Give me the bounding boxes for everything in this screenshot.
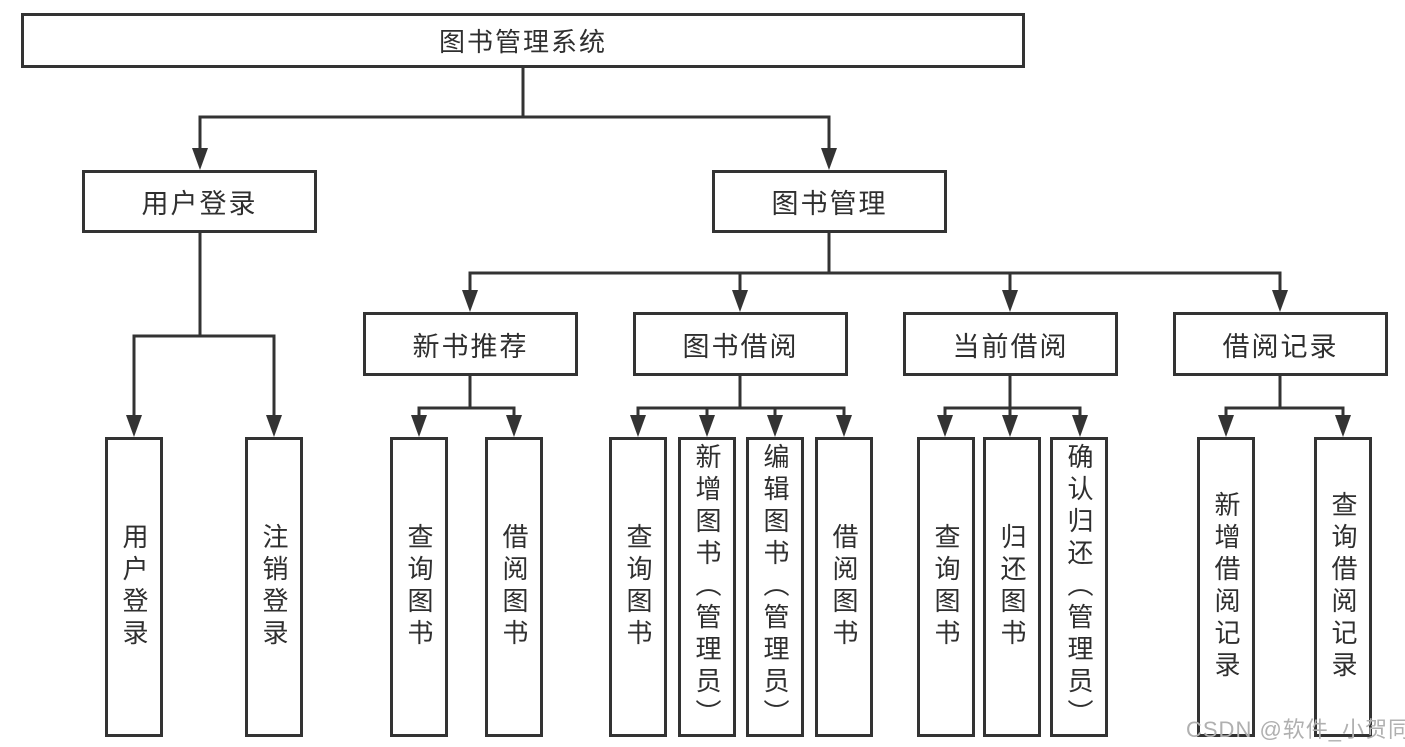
leaf-label: 借阅图书 xyxy=(499,523,529,651)
leaf-label: 查询图书 xyxy=(404,523,434,651)
leaf-edit-book-admin: 编辑图书（管理员） xyxy=(746,437,804,737)
connector-root-to-level1 xyxy=(198,67,831,150)
leaf-logout: 注销登录 xyxy=(245,437,303,737)
leaf-label: 新增图书（管理员） xyxy=(692,443,722,731)
node-borrow-records: 借阅记录 xyxy=(1173,312,1388,376)
arrowheads xyxy=(126,148,1351,437)
connector-book-borrow-to-leaves xyxy=(636,376,846,418)
node-book-management: 图书管理 xyxy=(712,170,947,233)
connector-book-management-to-groups xyxy=(468,233,1282,293)
connector-current-borrow-to-leaves xyxy=(943,376,1082,418)
leaf-query-books-2: 查询图书 xyxy=(609,437,667,737)
node-library-management-system: 图书管理系统 xyxy=(21,13,1025,68)
leaf-label: 查询图书 xyxy=(931,523,961,651)
node-label: 新书推荐 xyxy=(412,331,529,362)
node-label: 借阅记录 xyxy=(1222,331,1339,362)
node-label: 图书借阅 xyxy=(682,331,799,362)
leaf-label: 归还图书 xyxy=(997,523,1027,651)
leaf-add-book-admin: 新增图书（管理员） xyxy=(678,437,736,737)
connector-borrow-records-to-leaves xyxy=(1224,376,1345,418)
leaf-borrow-books-2: 借阅图书 xyxy=(815,437,873,737)
leaf-query-borrow-record: 查询借阅记录 xyxy=(1314,437,1372,737)
leaf-label: 查询图书 xyxy=(623,523,653,651)
connector-user-login-to-leaves xyxy=(132,233,276,418)
node-current-borrow: 当前借阅 xyxy=(903,312,1118,376)
csdn-watermark: CSDN @软件_小贺同学 xyxy=(1186,717,1405,742)
leaf-label: 查询借阅记录 xyxy=(1328,491,1358,683)
node-book-borrow: 图书借阅 xyxy=(633,312,848,376)
leaf-confirm-return-admin: 确认归还（管理员） xyxy=(1050,437,1108,737)
leaf-borrow-books: 借阅图书 xyxy=(485,437,543,737)
leaf-return-book: 归还图书 xyxy=(983,437,1041,737)
node-label: 图书管理 xyxy=(771,189,888,219)
leaf-user-login: 用户登录 xyxy=(105,437,163,737)
leaf-label: 注销登录 xyxy=(259,523,289,651)
leaf-label: 新增借阅记录 xyxy=(1211,491,1241,683)
leaf-add-borrow-record: 新增借阅记录 xyxy=(1197,437,1255,737)
node-label: 图书管理系统 xyxy=(438,27,607,57)
leaf-label: 借阅图书 xyxy=(829,523,859,651)
leaf-label: 用户登录 xyxy=(119,523,149,651)
leaf-label: 编辑图书（管理员） xyxy=(760,443,790,731)
connector-new-book-recommend-to-leaves xyxy=(417,376,516,418)
node-label: 用户登录 xyxy=(141,189,258,219)
leaf-query-books: 查询图书 xyxy=(390,437,448,737)
leaf-query-books-3: 查询图书 xyxy=(917,437,975,737)
node-new-book-recommend: 新书推荐 xyxy=(363,312,578,376)
node-label: 当前借阅 xyxy=(952,331,1069,362)
leaf-label: 确认归还（管理员） xyxy=(1064,443,1094,731)
node-user-login: 用户登录 xyxy=(82,170,317,233)
